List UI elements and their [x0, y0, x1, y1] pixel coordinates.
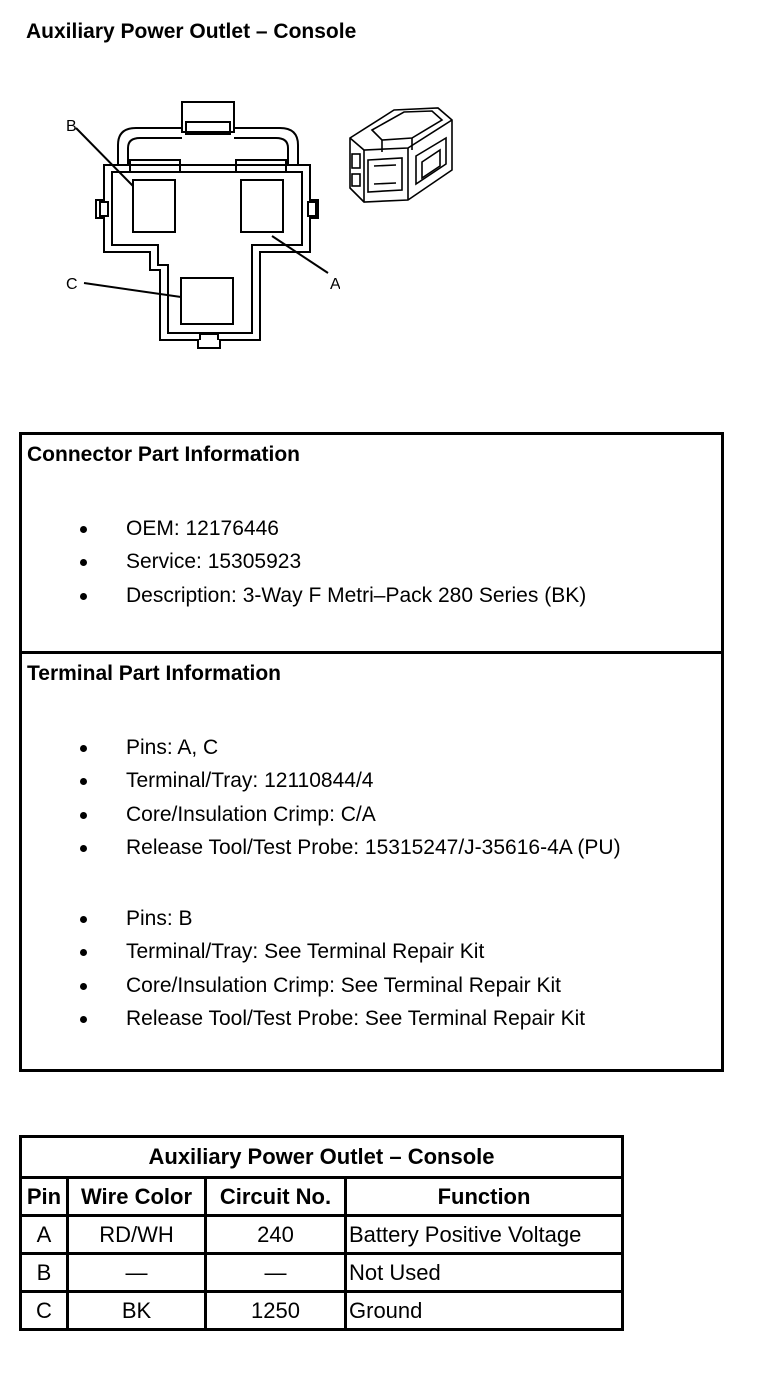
- list-item: Core/Insulation Crimp: See Terminal Repa…: [22, 969, 721, 1002]
- connector-3d-illustration: [349, 107, 453, 203]
- column-header-circuit-no: Circuit No.: [204, 1176, 347, 1217]
- column-header-wire-color: Wire Color: [66, 1176, 207, 1217]
- column-header-function: Function: [344, 1176, 624, 1217]
- table-row: C BK 1250 Ground: [19, 1290, 624, 1331]
- list-item: Description: 3-Way F Metri–Pack 280 Seri…: [22, 579, 721, 612]
- list-item: Core/Insulation Crimp: C/A: [22, 798, 721, 831]
- cell-wire-color: BK: [66, 1290, 207, 1331]
- cell-circuit-no: 240: [204, 1214, 347, 1255]
- terminal-info-list-1: Pins: A, C Terminal/Tray: 12110844/4 Cor…: [22, 731, 721, 864]
- connector-info-list: OEM: 12176446 Service: 15305923 Descript…: [22, 512, 721, 612]
- cell-wire-color: RD/WH: [66, 1214, 207, 1255]
- cell-function: Ground: [344, 1290, 624, 1331]
- table-row: A RD/WH 240 Battery Positive Voltage: [19, 1214, 624, 1255]
- bullet-icon: [80, 811, 87, 819]
- terminal-info-list-2: Pins: B Terminal/Tray: See Terminal Repa…: [22, 902, 721, 1035]
- cell-pin: C: [19, 1290, 69, 1331]
- bullet-icon: [80, 526, 87, 533]
- cell-circuit-no: —: [204, 1252, 347, 1293]
- bullet-icon: [80, 745, 87, 752]
- pin-label-c: C: [66, 276, 78, 293]
- list-item: Terminal/Tray: 12110844/4: [22, 764, 721, 797]
- bullet-icon: [80, 559, 87, 567]
- connector-part-info: Connector Part Information OEM: 12176446…: [22, 435, 721, 654]
- table-caption-row: Auxiliary Power Outlet – Console: [19, 1135, 624, 1179]
- pin-label-a: A: [330, 276, 340, 293]
- bullet-icon: [80, 1015, 87, 1023]
- pin-table: Auxiliary Power Outlet – Console Pin Wir…: [19, 1135, 624, 1331]
- bullet-icon: [80, 844, 87, 852]
- cell-pin: A: [19, 1214, 69, 1255]
- part-information-box: Connector Part Information OEM: 12176446…: [19, 432, 724, 1072]
- connector-part-info-heading: Connector Part Information: [27, 443, 301, 466]
- page-title: Auxiliary Power Outlet – Console: [26, 20, 357, 43]
- pin-label-b: B: [66, 118, 77, 135]
- column-header-pin: Pin: [19, 1176, 69, 1217]
- cell-function: Battery Positive Voltage: [344, 1214, 624, 1255]
- bullet-icon: [80, 949, 87, 957]
- bullet-icon: [80, 916, 87, 923]
- connector-face-diagram: B A C: [66, 101, 340, 349]
- list-item: Release Tool/Test Probe: See Terminal Re…: [22, 1002, 721, 1035]
- table-row: B — — Not Used: [19, 1252, 624, 1293]
- bullet-icon: [80, 778, 87, 786]
- bullet-icon: [80, 592, 87, 600]
- list-item: Release Tool/Test Probe: 15315247/J-3561…: [22, 831, 721, 864]
- table-caption: Auxiliary Power Outlet – Console: [19, 1135, 624, 1179]
- bullet-icon: [80, 982, 87, 990]
- terminal-part-info: Terminal Part Information Pins: A, C Ter…: [22, 654, 721, 1066]
- cell-circuit-no: 1250: [204, 1290, 347, 1331]
- list-item: Pins: A, C: [22, 731, 721, 764]
- list-item: Pins: B: [22, 902, 721, 935]
- list-item: OEM: 12176446: [22, 512, 721, 545]
- list-item: Service: 15305923: [22, 545, 721, 578]
- cell-function: Not Used: [344, 1252, 624, 1293]
- terminal-part-info-heading: Terminal Part Information: [27, 662, 281, 685]
- table-header-row: Pin Wire Color Circuit No. Function: [19, 1176, 624, 1217]
- cell-wire-color: —: [66, 1252, 207, 1293]
- cell-pin: B: [19, 1252, 69, 1293]
- list-item: Terminal/Tray: See Terminal Repair Kit: [22, 935, 721, 968]
